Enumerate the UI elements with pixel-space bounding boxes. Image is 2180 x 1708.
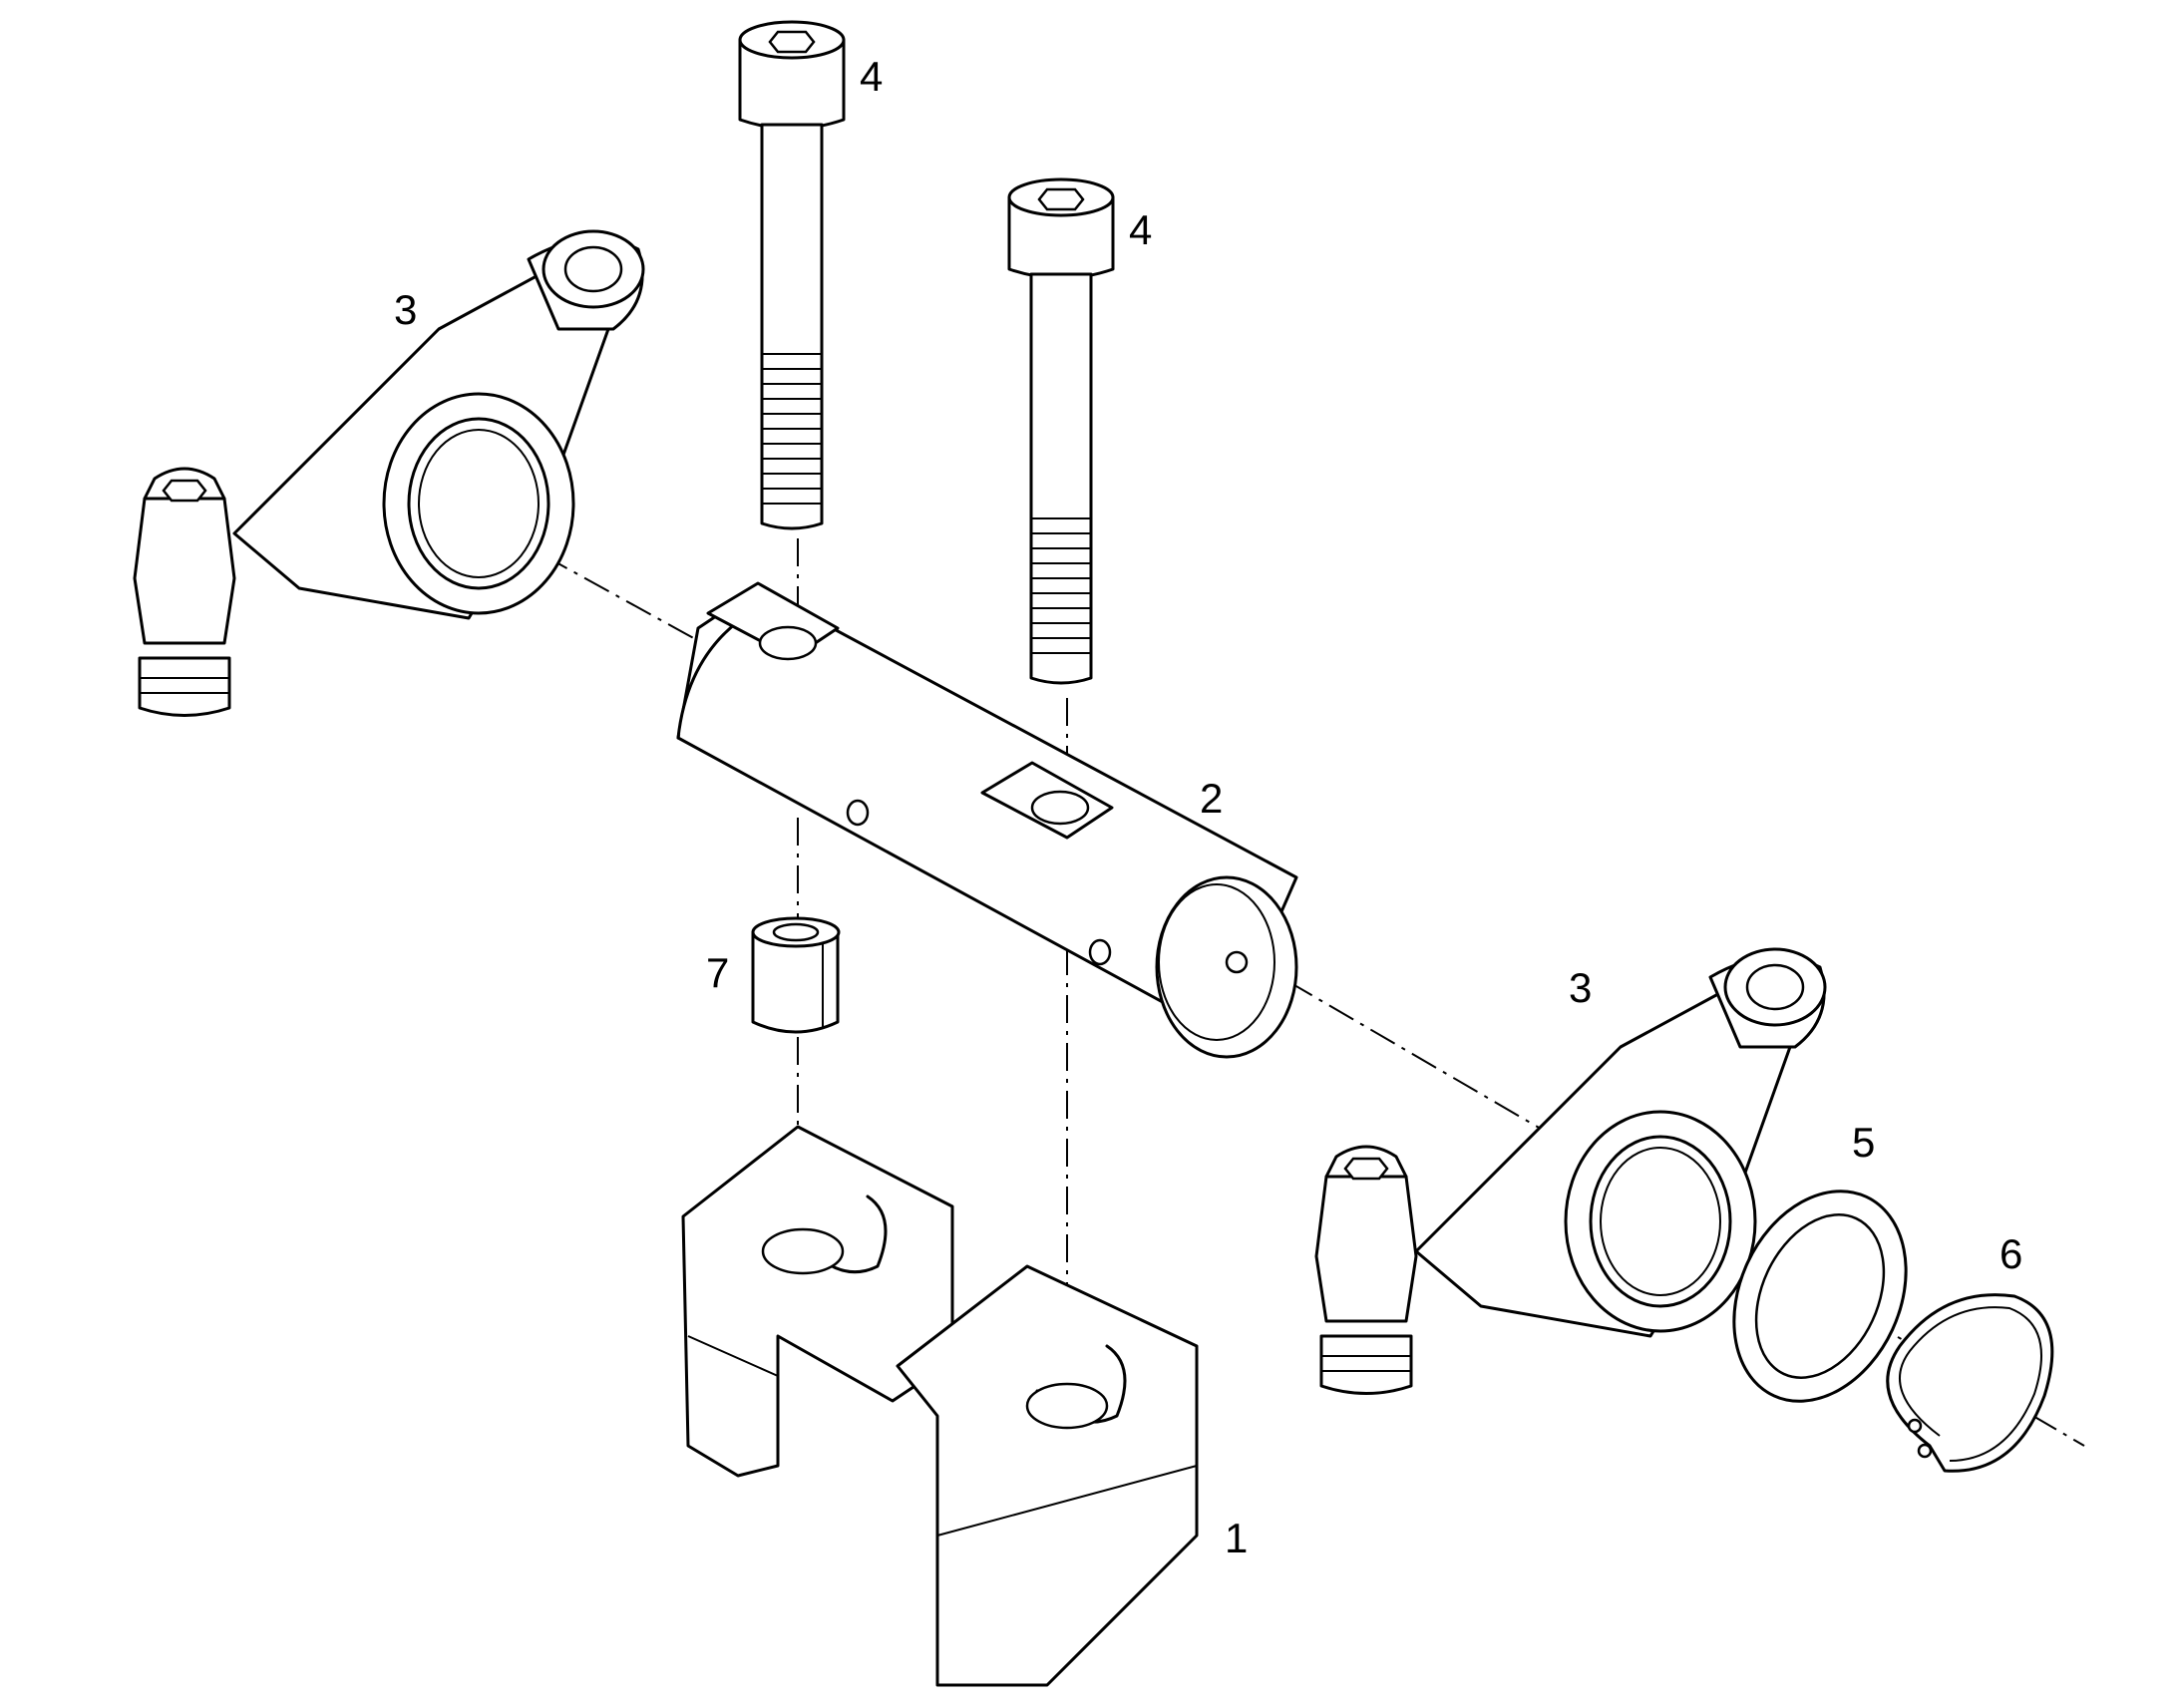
rocker-shaft <box>676 581 1298 1059</box>
cap-screw-right <box>1007 177 1115 685</box>
rocker-arm-right <box>1314 947 1827 1395</box>
rocker-arm-left <box>133 229 645 717</box>
callout-part-1: 1 <box>1225 1515 1249 1561</box>
callout-part-4-right: 4 <box>1129 206 1153 253</box>
callout-part-3-left: 3 <box>394 286 418 333</box>
callout-part-2: 2 <box>1200 775 1224 822</box>
callout-part-6: 6 <box>1999 1230 2023 1277</box>
thrust-washer <box>1732 1190 1908 1403</box>
cap-screw-left <box>738 20 846 530</box>
circlip <box>1886 1293 2054 1473</box>
callout-part-5: 5 <box>1852 1119 1876 1166</box>
callout-part-4-left: 4 <box>860 53 884 100</box>
rocker-bracket <box>681 1125 1199 1687</box>
dowel-sleeve <box>751 916 841 1034</box>
callout-part-3-right: 3 <box>1569 964 1593 1011</box>
callout-part-7: 7 <box>706 949 730 996</box>
